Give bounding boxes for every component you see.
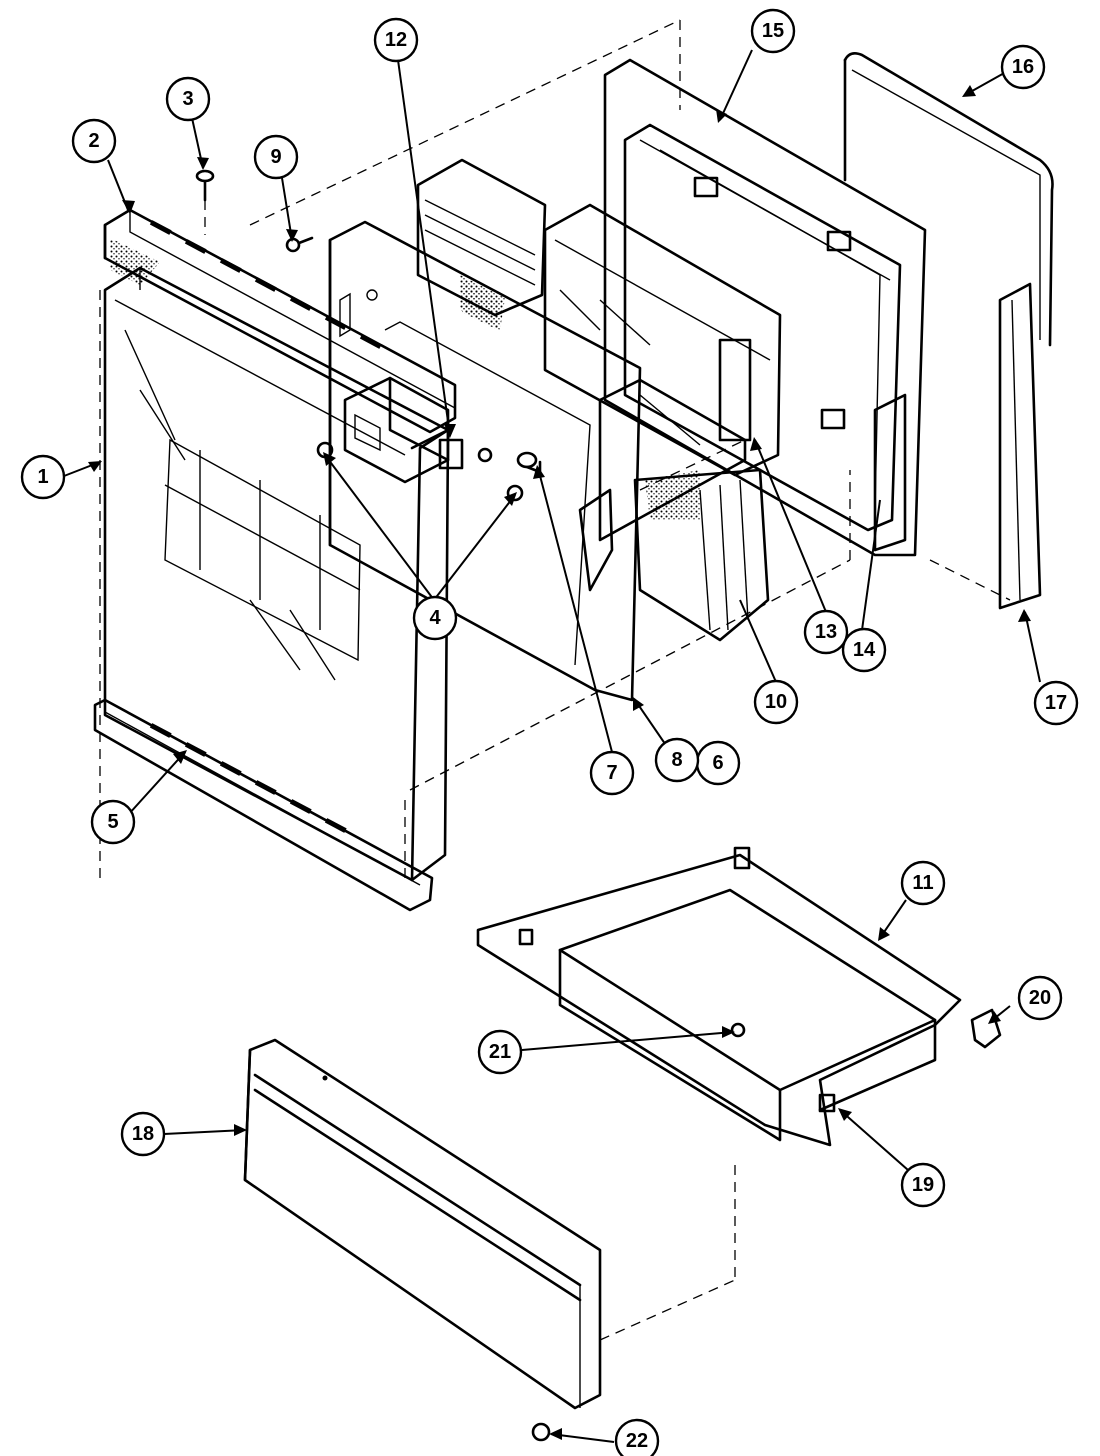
- callout-label: 19: [912, 1174, 934, 1196]
- callout-label: 14: [853, 639, 876, 661]
- callout-label: 13: [815, 621, 837, 643]
- callout-label: 9: [270, 146, 281, 168]
- callout-18: 18: [120, 1111, 166, 1157]
- callout-13: 13: [803, 609, 849, 655]
- part-5-bottom-trim: [93, 698, 434, 912]
- leader-arrowheads: [88, 85, 1031, 1440]
- leader-lines: [63, 49, 1041, 1443]
- part-18-drawer-front: [243, 1038, 602, 1410]
- callout-label: 2: [88, 130, 99, 152]
- callout-label: 7: [606, 762, 617, 784]
- callout-5: 5: [90, 799, 136, 845]
- callout-label: 6: [712, 752, 723, 774]
- callout-1: 1: [20, 454, 66, 500]
- callout-20: 20: [1017, 975, 1063, 1021]
- callout-3: 3: [165, 76, 211, 122]
- callout-label: 8: [671, 749, 682, 771]
- part-9-screw: [285, 236, 314, 253]
- callout-9: 9: [253, 134, 299, 180]
- callout-4: 4: [412, 595, 458, 641]
- callout-12: 12: [373, 17, 419, 63]
- part-12-hinge-block: [343, 376, 464, 484]
- callout-2: 2: [71, 118, 117, 164]
- callout-label: 16: [1012, 56, 1034, 78]
- callout-19: 19: [900, 1162, 946, 1208]
- callout-label: 20: [1029, 987, 1051, 1009]
- part-16-gasket: [843, 52, 1054, 347]
- part-15-door-frame: [603, 58, 927, 557]
- callout-21: 21: [477, 1029, 523, 1075]
- callout-label: 22: [626, 1430, 648, 1452]
- callout-label: 15: [762, 20, 784, 42]
- callout-7: 7: [589, 750, 635, 796]
- part-10-insulation: [416, 158, 770, 642]
- part-20-stop: [970, 1008, 1002, 1049]
- callout-22: 22: [614, 1418, 660, 1456]
- part-3-screw: [195, 169, 215, 235]
- callout-label: 18: [132, 1123, 154, 1145]
- callout-15: 15: [750, 8, 796, 54]
- callout-label: 5: [107, 811, 118, 833]
- callout-label: 21: [489, 1041, 511, 1063]
- callout-16: 16: [1000, 44, 1046, 90]
- callout-label: 4: [429, 607, 441, 629]
- assembly-guide-lines: [99, 19, 1011, 1341]
- callout-label: 3: [182, 88, 193, 110]
- callout-label: 11: [912, 872, 933, 894]
- callout-10: 10: [753, 679, 799, 725]
- callout-14: 14: [841, 627, 887, 673]
- part-17-side-trim: [998, 282, 1042, 610]
- vent-slots-bottom: [149, 723, 347, 833]
- callout-6: 6: [695, 740, 741, 786]
- part-1-outer-door-panel: [103, 266, 450, 882]
- callout-label: 1: [37, 466, 48, 488]
- callout-label: 17: [1045, 692, 1067, 714]
- part-11-drawer-body: [476, 846, 962, 1147]
- callout-17: 17: [1033, 680, 1079, 726]
- part-21-screw: [730, 1022, 746, 1038]
- part-22-knob: [531, 1422, 551, 1442]
- callout-11: 11: [900, 860, 946, 906]
- callout-8: 8: [654, 737, 700, 783]
- callout-label: 12: [385, 29, 407, 51]
- part-19-clip: [818, 1093, 836, 1113]
- callout-label: 10: [765, 691, 787, 713]
